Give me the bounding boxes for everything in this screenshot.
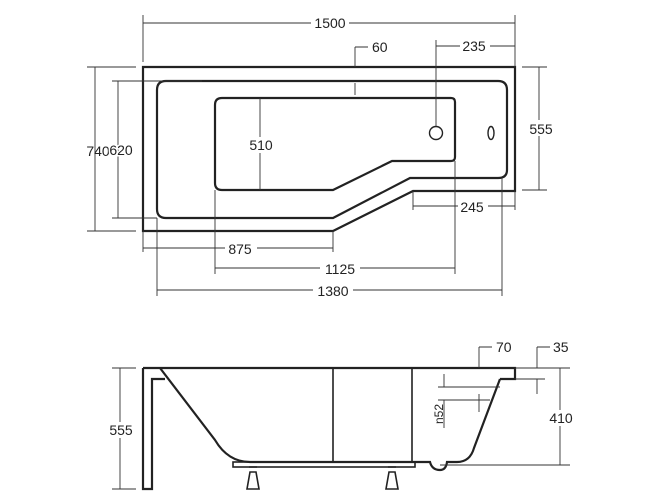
dim-555-top: 555 xyxy=(529,121,553,137)
dim-740: 740 xyxy=(86,143,110,159)
dim-235: 235 xyxy=(462,38,486,54)
dim-1380: 1380 xyxy=(317,283,348,299)
dim-70: 70 xyxy=(496,339,512,355)
foot-left xyxy=(246,466,260,490)
dim-35: 35 xyxy=(553,339,569,355)
tub-rim xyxy=(143,366,517,381)
foot-right xyxy=(385,466,399,490)
dim-60: 60 xyxy=(372,39,388,55)
dim-875: 875 xyxy=(228,241,252,257)
dimension-lines xyxy=(87,15,547,296)
drain-icon xyxy=(428,125,444,141)
tub-body xyxy=(159,367,502,472)
side-dimension-lines xyxy=(112,346,570,490)
tub-sections xyxy=(332,368,413,462)
tub-basin xyxy=(213,96,457,192)
dim-410: 410 xyxy=(549,410,573,426)
tub-inner-lip xyxy=(155,79,509,220)
dim-n52: n52 xyxy=(432,404,446,424)
overflow-icon xyxy=(487,125,495,141)
dim-245: 245 xyxy=(460,199,484,215)
dim-1125: 1125 xyxy=(325,261,355,277)
side-view: 555 410 70 35 n52 xyxy=(106,339,576,491)
dim-1500: 1500 xyxy=(314,15,345,31)
top-view: 1500 60 235 555 740 620 510 245 875 1125… xyxy=(86,14,556,299)
base-plate xyxy=(232,461,416,468)
dim-555-side: 555 xyxy=(109,422,133,438)
dim-510: 510 xyxy=(249,137,273,153)
dim-620: 620 xyxy=(109,142,133,158)
front-panel xyxy=(141,368,165,491)
